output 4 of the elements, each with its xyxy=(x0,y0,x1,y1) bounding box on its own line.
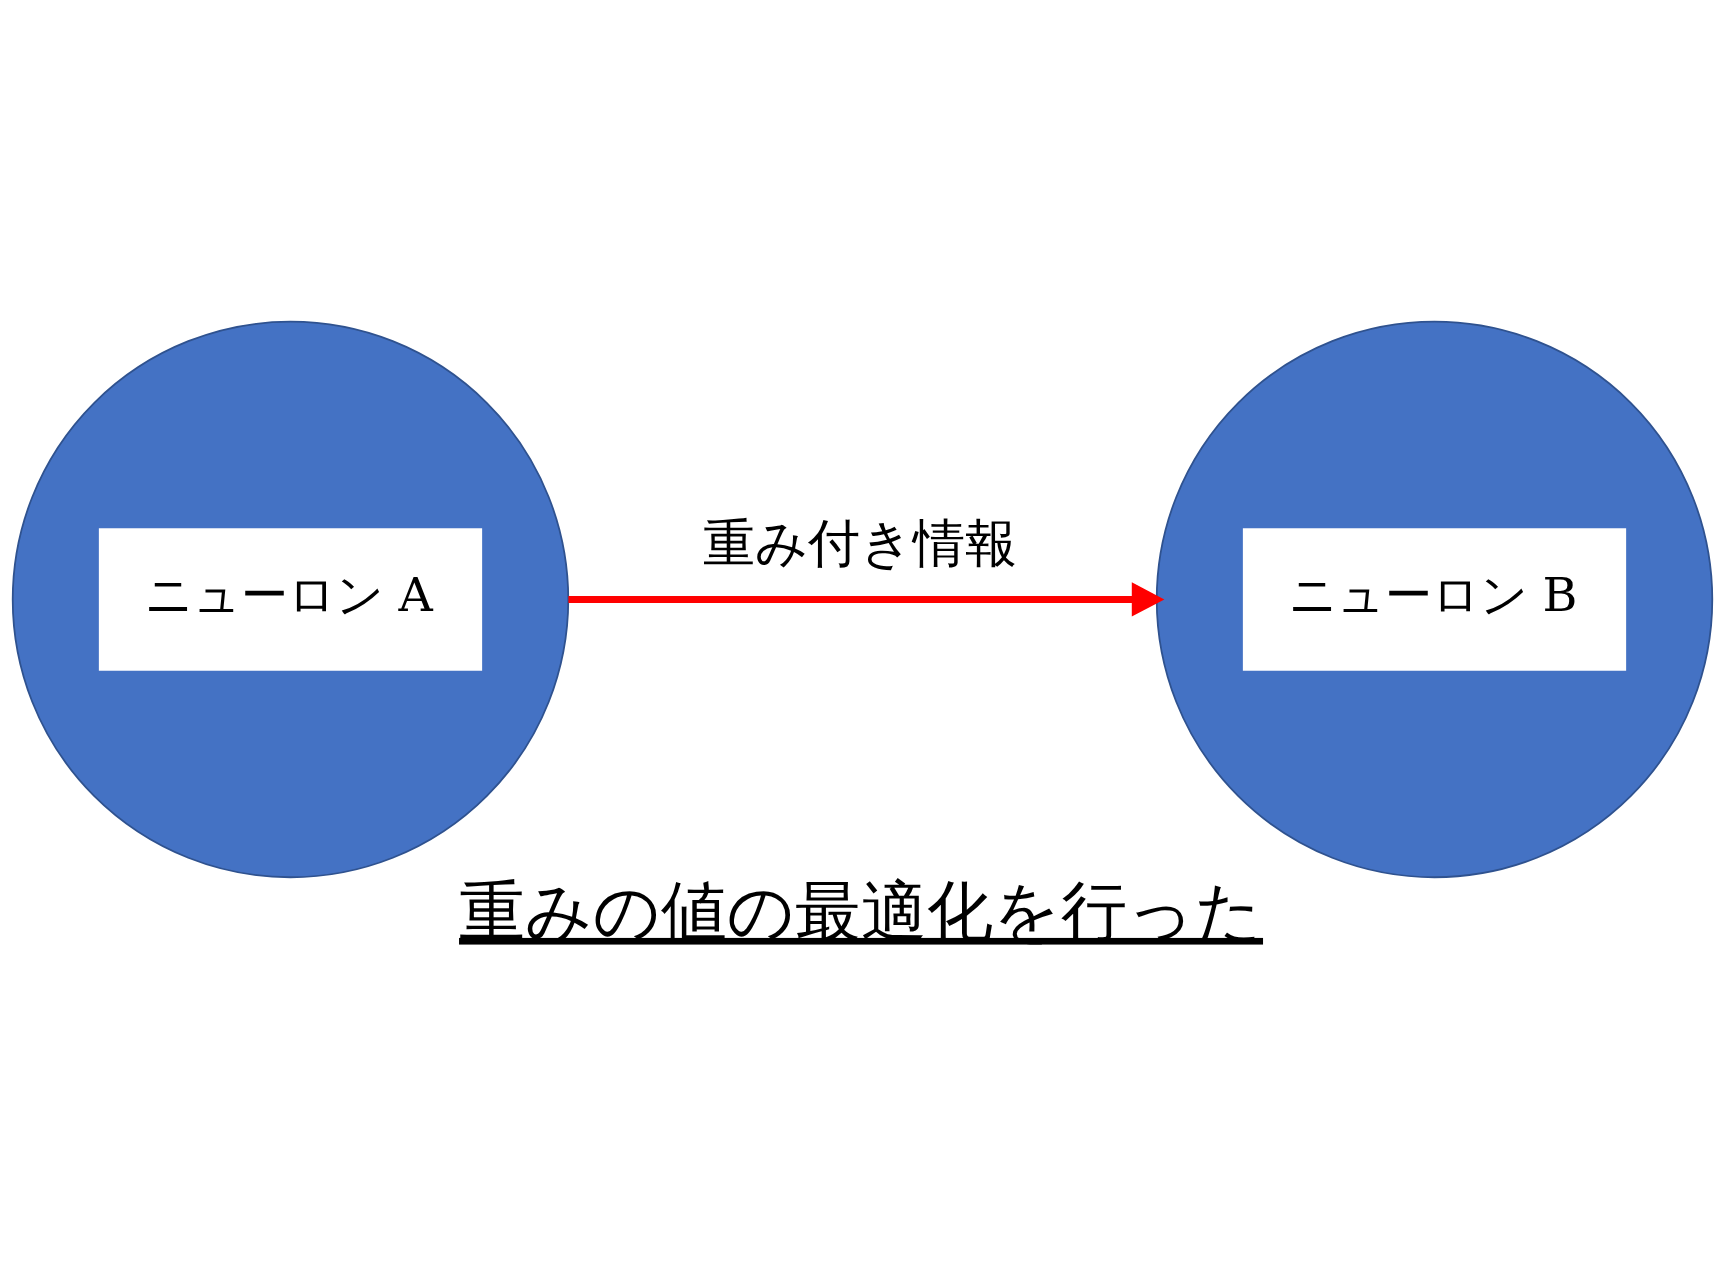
node-circle: ニューロン A xyxy=(11,320,570,878)
node-circle: ニューロン B xyxy=(1155,320,1714,878)
arrow xyxy=(568,581,1165,617)
edge-label: 重み付き情報 xyxy=(703,512,1018,573)
